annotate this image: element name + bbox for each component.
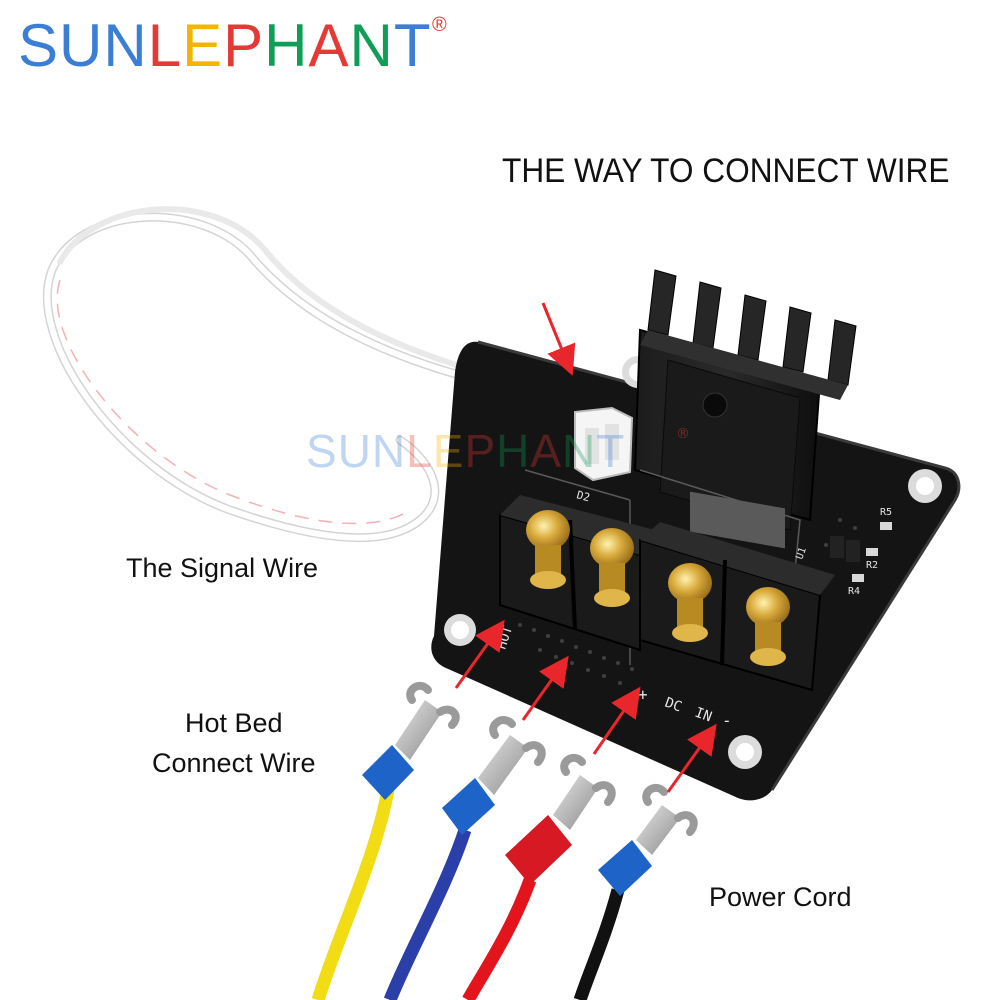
brand-letter: S: [18, 12, 60, 79]
brand-letter: E: [432, 425, 465, 477]
brand-letter: H: [264, 12, 309, 79]
silk-r2: R2: [866, 560, 878, 571]
brand-letter: N: [371, 425, 407, 477]
arrow-dc-minus: [666, 723, 717, 793]
pointer-arrows: [454, 302, 717, 793]
silk-d2: D2: [575, 488, 591, 504]
brand-letter: S: [306, 425, 338, 477]
arrow-signal: [541, 302, 576, 376]
signal-header: [574, 406, 634, 482]
brand-letter: L: [406, 425, 433, 477]
wire-red: [462, 753, 616, 1000]
brand-letter: T: [393, 12, 432, 79]
brand-letter: A: [530, 425, 563, 477]
brand-watermark: SUNLEPHANT: [306, 424, 625, 478]
brand-logo: SUNLEPHANT: [18, 16, 432, 76]
brand-letter: T: [596, 425, 626, 477]
watermark-registered-mark: ®: [676, 426, 690, 442]
arrow-dc-plus: [592, 686, 641, 755]
terminal-screws: [526, 510, 790, 666]
silk-r4: R4: [848, 586, 860, 597]
wire-yellow: [311, 681, 460, 1000]
hot-bed-label-line2: Connect Wire: [152, 748, 316, 778]
silk-dc: DC: [663, 695, 684, 716]
brand-letter: U: [59, 12, 104, 79]
hot-bed-label-line1: Hot Bed: [185, 708, 283, 738]
wire-blue: [383, 716, 546, 1000]
arrow-hot-2: [521, 655, 569, 721]
smd-components: [830, 522, 892, 582]
brand-letter: E: [182, 12, 224, 79]
brand-letter: N: [562, 425, 597, 477]
hot-bed-label: Hot Bed Connect Wire: [152, 703, 316, 783]
silk-minus: -: [722, 711, 732, 730]
power-cord-label: Power Cord: [709, 882, 852, 912]
brand-letter: N: [103, 12, 148, 79]
brand-letter: H: [496, 425, 531, 477]
registered-mark: ®: [432, 14, 447, 36]
page-title: THE WAY TO CONNECT WIRE: [502, 152, 950, 190]
brand-letter: P: [223, 12, 265, 79]
brand-letter: L: [147, 12, 183, 79]
silk-in: IN: [693, 705, 714, 726]
brand-letter: U: [337, 425, 372, 477]
mounting-holes: [444, 356, 942, 769]
brand-letter: N: [349, 12, 394, 79]
signal-wire-label: The Signal Wire: [126, 553, 319, 583]
silk-r5: R5: [880, 507, 892, 518]
arrow-hot-1: [454, 619, 505, 689]
wire-black: [573, 783, 698, 1000]
brand-letter: A: [308, 12, 350, 79]
silk-plus: +: [638, 685, 648, 704]
silk-u1: U1: [794, 546, 808, 561]
brand-letter: P: [464, 425, 497, 477]
